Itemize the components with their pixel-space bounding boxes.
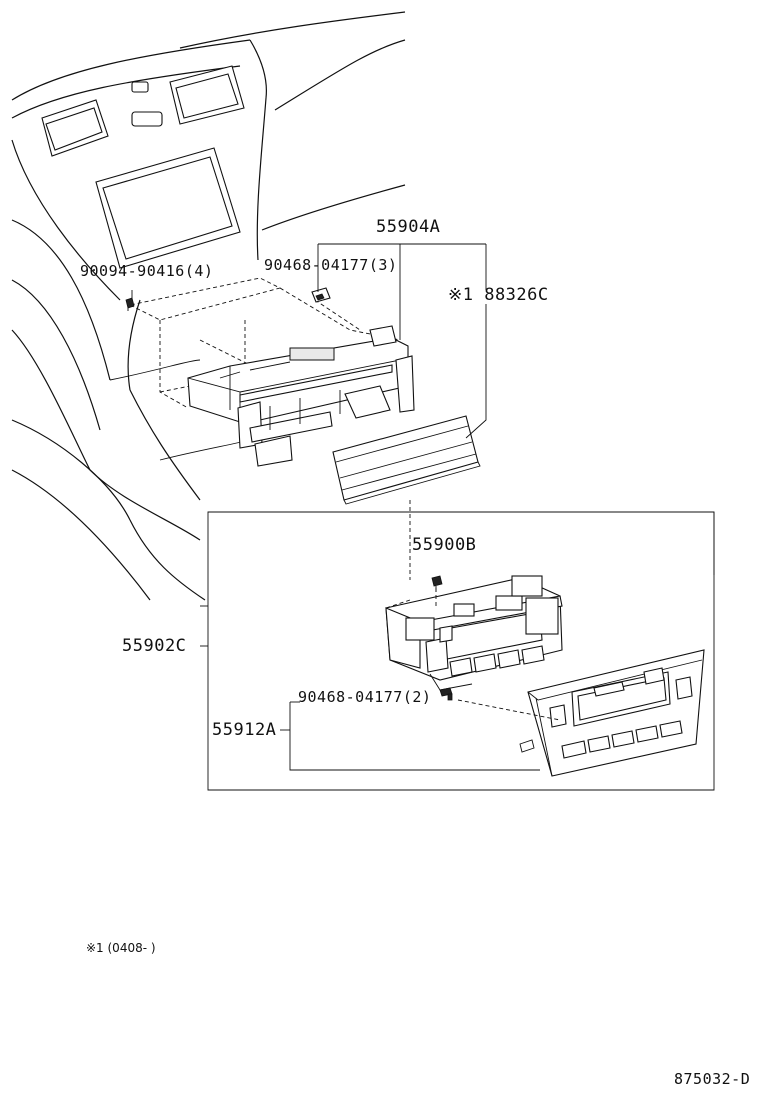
clip-icon [439, 687, 453, 701]
bezel-panel-55912a [519, 649, 705, 777]
upper-bracket-assembly [128, 277, 415, 467]
part-label-55902c: 55902C [122, 636, 186, 656]
part-label-90468-04177-2: 90468-04177(2) [298, 688, 431, 706]
part-label-55912a: 55912A [212, 720, 276, 740]
leader-lines-lower [280, 699, 561, 771]
drawing-number: 875032-D [674, 1070, 750, 1088]
part-label-90094-90416: 90094-90416(4) [80, 262, 213, 280]
screw-icon [125, 297, 135, 311]
part-label-55900b: 55900B [412, 535, 476, 555]
leader-lines-upper [131, 243, 487, 580]
part-label-90468-04177-3: 90468-04177(3) [264, 256, 397, 274]
dashboard-outline [11, 11, 406, 601]
part-label-55904a: 55904A [376, 217, 440, 237]
footnote: ※1 (0408- ) [86, 941, 156, 955]
climate-control-unit-55900b [385, 575, 563, 691]
screw-icon [431, 575, 443, 592]
clip-icon [311, 287, 331, 303]
trim-panel-88326c [332, 415, 481, 505]
part-label-88326c: ※1 88326C [448, 285, 549, 305]
assembly-box-55902c [200, 511, 715, 791]
